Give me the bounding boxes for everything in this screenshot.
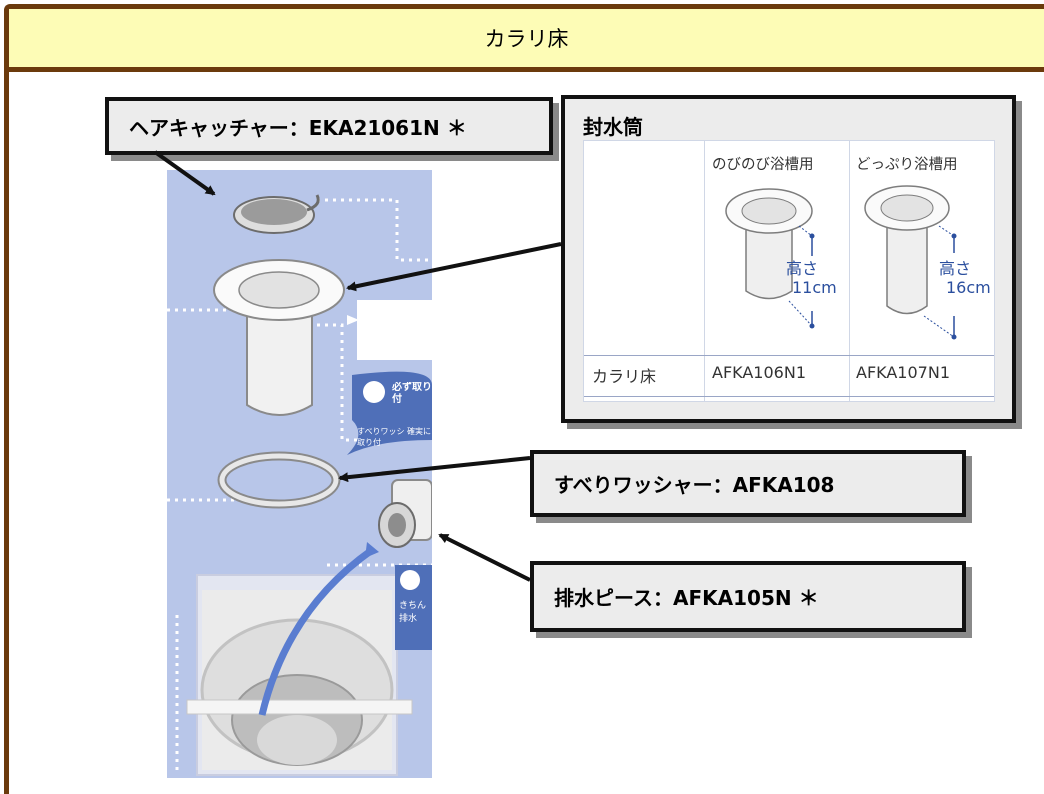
callout-text-1: 必ず取り付: [392, 382, 432, 405]
seal-tube-box: 封水筒 のびのび浴槽用 どっぷり浴槽用 高さ 11cm 高さ 16cm カラリ床: [561, 95, 1016, 423]
column-header-doppuri: どっぷり浴槽用: [856, 157, 958, 173]
code-afka107n1: AFKA107N1: [856, 363, 950, 382]
code-afka106n1: AFKA106N1: [712, 363, 806, 382]
column-header-nobinobi: のびのび浴槽用: [712, 157, 814, 173]
hair-catcher-label-text: ヘアキャッチャー：EKA21061N ＊: [129, 115, 467, 140]
hair-catcher-part: [233, 194, 320, 234]
seal-tube-table: のびのび浴槽用 どっぷり浴槽用 高さ 11cm 高さ 16cm カラリ床 AFK…: [583, 140, 995, 402]
drain-piece-label: 排水ピース：AFKA105N ＊: [530, 561, 966, 632]
height-value-2: 16cm: [946, 278, 991, 297]
height-label-2: 高さ: [939, 259, 972, 278]
hair-catcher-label: ヘアキャッチャー：EKA21061N ＊: [105, 97, 553, 155]
washer-label: すべりワッシャー：AFKA108: [530, 450, 966, 517]
drain-piece-part: [378, 479, 432, 548]
row-label: カラリ床: [592, 367, 657, 386]
page-title: カラリ床: [9, 9, 1044, 72]
drain-body-part: [186, 574, 413, 776]
washer-label-text: すべりワッシャー：AFKA108: [554, 473, 835, 497]
seal-tube-part: [213, 259, 345, 416]
callout-text-2: きちん 排水: [399, 601, 427, 624]
washer-part: [217, 451, 341, 509]
drain-piece-label-text: 排水ピース：AFKA105N ＊: [554, 586, 819, 610]
parts-illustration: 必ず取り付 すべりワッシ 確実に取り付 きちん 排水: [167, 170, 432, 778]
seal-tube-images: [725, 185, 957, 340]
height-value-1: 11cm: [792, 278, 837, 297]
height-label-1: 高さ: [786, 259, 819, 278]
seal-tube-title: 封水筒: [583, 115, 643, 139]
page-title-text: カラリ床: [484, 27, 569, 51]
callout-subtext-1: すべりワッシ 確実に取り付: [357, 427, 431, 447]
